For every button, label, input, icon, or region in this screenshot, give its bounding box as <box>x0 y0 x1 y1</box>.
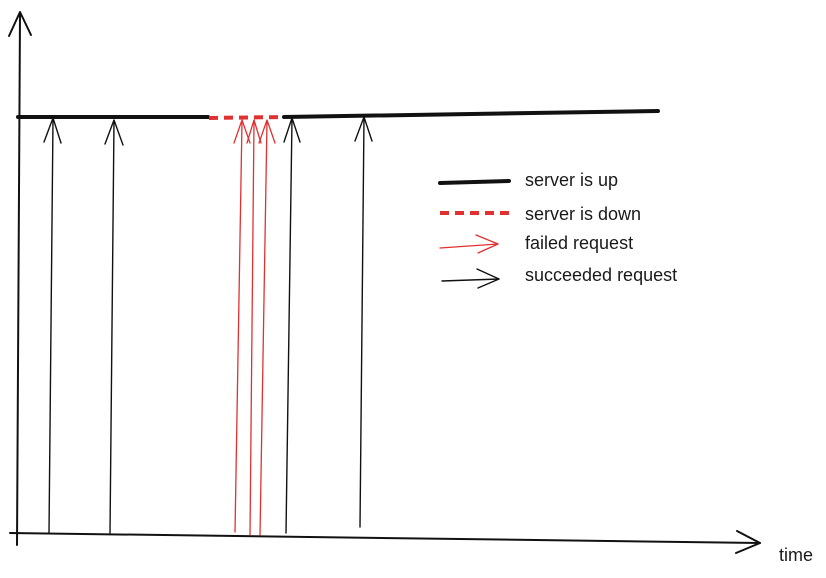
x-axis <box>9 532 761 544</box>
y-axis-arrowhead <box>8 11 32 37</box>
legend-swatch-failed-request <box>439 234 499 254</box>
succeeded-request-arrow <box>354 116 373 528</box>
y-axis <box>16 13 21 546</box>
failed-request-arrow <box>233 119 251 533</box>
legend-label-failed-request: failed request <box>525 233 634 253</box>
legend-label-succeeded-request: succeeded request <box>525 265 678 285</box>
legend-label-server-up: server is up <box>525 170 619 190</box>
succeeded-request-arrow <box>104 119 124 534</box>
legend-swatch-server-up <box>438 179 511 185</box>
server-down-line <box>208 115 284 120</box>
legend-label-server-down: server is down <box>525 204 642 224</box>
x-axis-arrowhead <box>735 530 761 554</box>
server-up-line-after <box>282 109 660 119</box>
failed-request-arrow <box>246 119 262 536</box>
x-axis-label: time <box>779 545 814 565</box>
succeeded-request-arrow <box>43 117 62 534</box>
succeeded-request-arrow <box>283 117 301 534</box>
failed-request-arrow <box>258 119 276 536</box>
legend-swatch-succeeded-request <box>441 268 500 289</box>
